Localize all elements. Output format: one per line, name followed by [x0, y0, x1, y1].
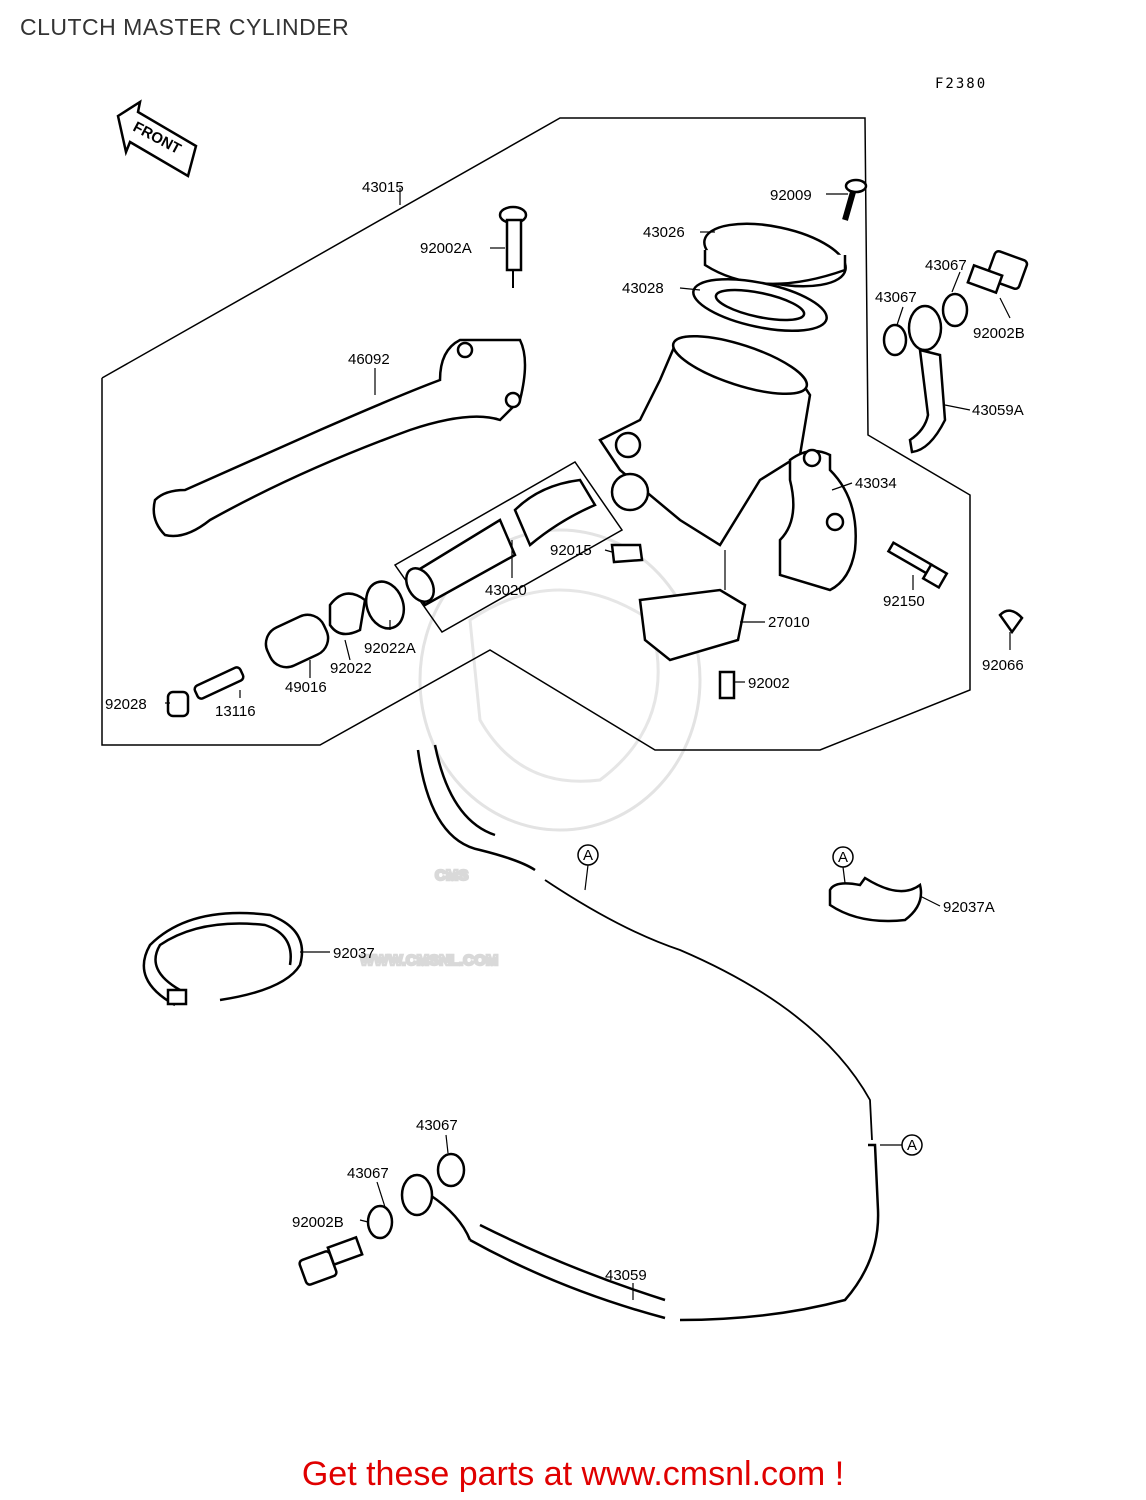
label-43015: 43015 — [362, 179, 404, 196]
cylinder-body — [598, 334, 812, 547]
band-92037 — [142, 911, 304, 1007]
label-92022A: 92022A — [364, 640, 416, 657]
watermark-url: WWW.CMSNL.COM — [360, 952, 498, 969]
label-92015: 92015 — [550, 542, 592, 559]
svg-text:A: A — [583, 847, 593, 864]
hose-43059A — [907, 304, 947, 454]
label-43034: 43034 — [855, 475, 897, 492]
label-27010: 27010 — [768, 614, 810, 631]
diaphragm-43028 — [692, 278, 828, 332]
label-92028: 92028 — [105, 696, 147, 713]
label-43028: 43028 — [622, 280, 664, 297]
label-49016: 49016 — [285, 679, 327, 696]
figure-code: F2380 — [935, 76, 987, 92]
lower-fittings — [298, 1152, 466, 1286]
watermark-brand: CMS — [435, 867, 468, 884]
label-92022: 92022 — [330, 660, 372, 677]
svg-text:A: A — [838, 849, 848, 866]
label-46092: 46092 — [348, 351, 390, 368]
ref-marker-a-1: A — [577, 844, 599, 891]
label-92150: 92150 — [883, 593, 925, 610]
washer-43067-upper-b — [882, 323, 908, 357]
assembly-outline — [101, 117, 971, 751]
screw-92002A — [498, 205, 528, 288]
small-parts — [166, 540, 1024, 718]
piston-43020 — [405, 478, 597, 607]
label-92002B-lower: 92002B — [292, 1214, 344, 1231]
label-43026: 43026 — [643, 224, 685, 241]
hose-43059 — [416, 744, 880, 1322]
cta-link[interactable]: Get these parts at www.cmsnl.com ! — [301, 1455, 845, 1493]
label-43020: 43020 — [485, 582, 527, 599]
screw-92009 — [842, 178, 868, 221]
label-43067-upper-a: 43067 — [925, 257, 967, 274]
lever-46092 — [152, 338, 527, 538]
clamp-43034 — [778, 448, 857, 592]
page-title: CLUTCH MASTER CYLINDER — [20, 14, 350, 40]
label-92009: 92009 — [770, 187, 812, 204]
svg-text:A: A — [907, 1137, 917, 1154]
watermark: CMS WWW.CMSNL.COM — [359, 528, 702, 970]
label-43067-upper-b: 43067 — [875, 289, 917, 306]
label-92002B-upper: 92002B — [973, 325, 1025, 342]
label-92066: 92066 — [982, 657, 1024, 674]
label-13116: 13116 — [215, 703, 256, 720]
ref-marker-a-2: A — [832, 846, 854, 884]
part-labels: 43015 92009 43026 92002A 43067 43028 430… — [105, 179, 1025, 1284]
label-92002: 92002 — [748, 675, 790, 692]
front-arrow-icon: FRONT — [116, 99, 198, 178]
leader-lines — [165, 193, 1011, 1300]
banjo-bolt-92002B-upper — [966, 249, 1029, 295]
label-43059: 43059 — [605, 1267, 647, 1284]
label-92037A: 92037A — [943, 899, 995, 916]
label-43067-lower-b: 43067 — [347, 1165, 389, 1182]
label-43059A: 43059A — [972, 402, 1024, 419]
label-43067-lower-a: 43067 — [416, 1117, 458, 1134]
washer-43067-upper-a — [941, 292, 969, 328]
reservoir-cap-43026 — [703, 222, 847, 288]
ref-marker-a-3: A — [880, 1134, 923, 1156]
label-92037: 92037 — [333, 945, 375, 962]
label-92002A: 92002A — [420, 240, 472, 257]
clip-92037A — [828, 876, 923, 923]
piston-kit-outline — [393, 461, 624, 633]
